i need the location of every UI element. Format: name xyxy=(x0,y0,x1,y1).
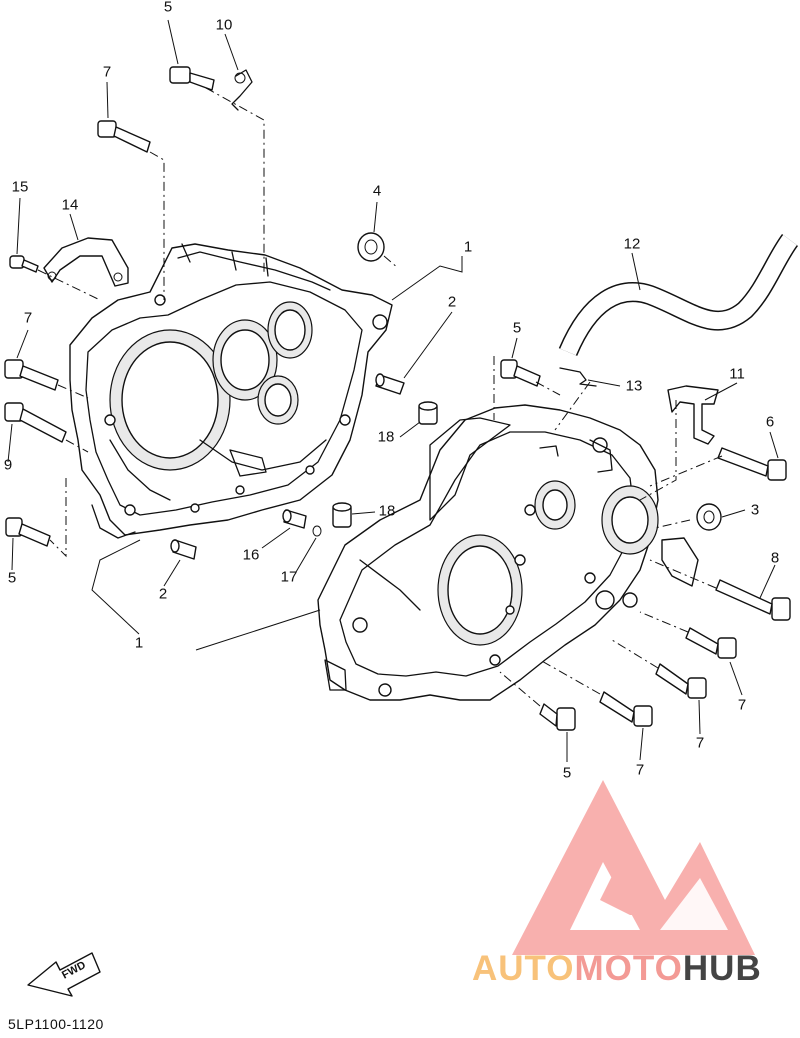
callout-label: 9 xyxy=(3,456,13,474)
callout-label: 5 xyxy=(163,0,173,16)
callout-label: 11 xyxy=(729,365,745,383)
breather-hose xyxy=(558,234,799,357)
callout-label: 3 xyxy=(750,501,760,519)
callout-label: 5 xyxy=(512,319,522,337)
callout-label: 13 xyxy=(625,377,643,395)
callout-label: 12 xyxy=(623,235,641,253)
callout-label: 5 xyxy=(562,764,572,782)
callout-label: 6 xyxy=(765,413,775,431)
watermark-text: AUTOMOTOHUB xyxy=(472,951,762,986)
callout-label: 14 xyxy=(61,196,79,214)
assembly-lines xyxy=(37,87,723,707)
callout-label: 7 xyxy=(737,696,747,714)
callout-label: 5 xyxy=(7,569,17,587)
callout-label: 7 xyxy=(635,761,645,779)
watermark-auto: AUTO xyxy=(472,949,575,988)
callout-label: 15 xyxy=(11,178,29,196)
callout-label: 7 xyxy=(23,309,33,327)
callout-label: 4 xyxy=(372,182,382,200)
left-crankcase-half xyxy=(69,243,393,539)
callout-label: 17 xyxy=(280,568,298,586)
callout-label: 18 xyxy=(378,502,396,520)
part-code: 5LP1100-1120 xyxy=(8,1016,104,1032)
callout-label: 8 xyxy=(770,549,780,567)
small-parts xyxy=(4,66,791,731)
forward-arrow xyxy=(27,952,101,997)
callout-label: 1 xyxy=(463,238,473,256)
callout-label: 2 xyxy=(158,585,168,603)
callout-label: 2 xyxy=(447,293,457,311)
watermark-moto: MOTO xyxy=(574,949,683,988)
leader-lines xyxy=(7,19,779,762)
callout-label: 7 xyxy=(102,63,112,81)
watermark-logo xyxy=(512,780,755,955)
watermark-hub: HUB xyxy=(682,949,762,988)
callout-label: 7 xyxy=(695,734,705,752)
callout-label: 1 xyxy=(134,634,144,652)
callout-label: 16 xyxy=(242,546,260,564)
callout-label: 10 xyxy=(215,16,233,34)
right-crankcase-half xyxy=(317,404,659,701)
callout-label: 18 xyxy=(377,428,395,446)
